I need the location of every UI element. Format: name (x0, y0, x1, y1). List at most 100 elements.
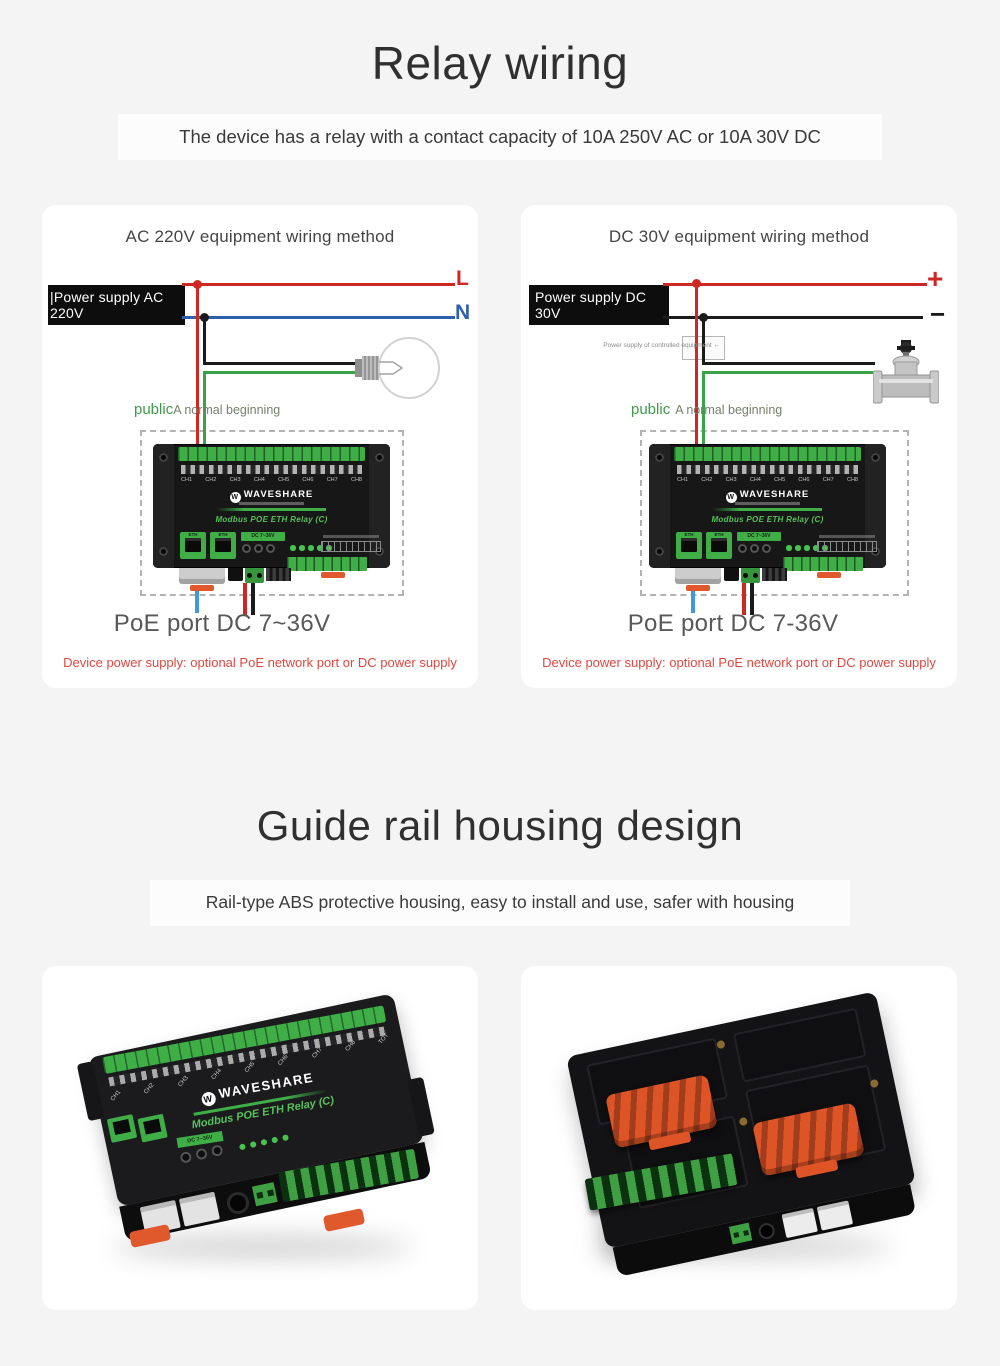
eth-port-hole (185, 538, 201, 552)
led-dot (271, 1136, 279, 1144)
power-option-caption: Device power supply: optional PoE networ… (542, 655, 936, 670)
dc-input-label: DC 7~36V (241, 532, 285, 541)
din-clip-tab (686, 585, 710, 591)
screw-terminal (750, 544, 759, 553)
led-dot (238, 1143, 247, 1151)
channel-label: CH8 (846, 477, 858, 483)
live-label: L (456, 267, 469, 290)
section-title-housing: Guide rail housing design (256, 802, 744, 849)
led-dot (249, 1140, 257, 1149)
relay-contact-labels: public A normal beginning (631, 401, 782, 418)
eth-port-label: ETH (714, 532, 724, 537)
channel-label: CH5 (278, 477, 290, 483)
normally-open-label: A normal beginning (675, 403, 783, 417)
device-flange (649, 444, 670, 568)
channel-labels: CH1 CH2 CH3 CH4 CH5 CH6 CH7 CH8 (181, 477, 362, 483)
positive-wire (663, 283, 927, 286)
section-subtitle-relay-wiring: The device has a relay with a contact ca… (179, 126, 821, 147)
eth-port-label: ETH (218, 532, 228, 537)
mount-ear (76, 1061, 105, 1122)
eth-port-cover (106, 1114, 138, 1143)
channel-label: CH4 (253, 477, 265, 483)
eth-port-1: ETH (180, 532, 206, 559)
channel-label: CH2 (701, 477, 713, 483)
screw (869, 1078, 880, 1089)
live-wire (182, 283, 455, 286)
dc-terminal-block (245, 568, 264, 583)
light-bulb-icon (355, 337, 440, 399)
dc-input-label: DC 7~36V (737, 532, 781, 541)
load-wire-vertical (702, 317, 705, 365)
screw-hole (655, 453, 664, 462)
section-subtitle-housing: Rail-type ABS protective housing, easy t… (205, 892, 795, 912)
load-wire-horizontal (702, 362, 875, 365)
dc-positive-wire (243, 583, 247, 615)
screw (716, 1039, 726, 1050)
common-contact-label: public (631, 401, 671, 418)
screw (738, 1116, 749, 1127)
screw-block (762, 568, 787, 581)
brand-name: WAVESHARE (739, 489, 810, 500)
led-dot (804, 545, 810, 551)
terminal-hole (732, 1231, 739, 1238)
terminal-hole (742, 1229, 749, 1236)
status-leds (238, 1134, 290, 1151)
device-dashed-outline (140, 430, 404, 596)
brand-tagline-bar (735, 502, 800, 505)
led-dot (290, 545, 296, 551)
neutral-label: N (455, 301, 471, 324)
subtitle-band (150, 880, 850, 926)
poe-cable (691, 585, 695, 613)
dc-negative-wire (750, 583, 754, 615)
bottom-terminal-strip (287, 557, 367, 571)
rj45-jack (816, 1200, 854, 1231)
card-title-dc: DC 30V equipment wiring method (608, 227, 870, 246)
junction-dot-positive (692, 279, 701, 288)
screw-terminal (254, 544, 263, 553)
bottom-terminal-strip (783, 557, 863, 571)
card-title-ac: AC 220V equipment wiring method (125, 227, 395, 246)
power-supply-dc-box: Power supply DC 30V (529, 285, 669, 325)
screw-hole (375, 453, 384, 462)
relay-no-wire-vertical (203, 373, 206, 445)
eth-port-2: ETH (210, 532, 236, 559)
screw-hole (655, 547, 664, 556)
screw-hole (159, 547, 168, 556)
device-flange (153, 444, 174, 568)
din-clip-tab (321, 572, 345, 578)
channel-label: CH1 (677, 477, 689, 483)
green-arrow-bar (217, 508, 326, 511)
positive-drop-wire (695, 285, 698, 445)
waveshare-logo-icon: W (725, 492, 737, 503)
channel-label: CH2 (143, 1082, 156, 1096)
rj45-jack (781, 1207, 818, 1239)
relay-terminal-strip (178, 447, 365, 461)
negative-wire (663, 316, 923, 319)
load-wire-vertical (203, 317, 206, 365)
channel-label: CH5 (774, 477, 786, 483)
relay-no-wire-horizontal (203, 371, 361, 374)
din-rail-clip (322, 1208, 366, 1232)
terminal-clamp-row (677, 465, 858, 474)
product-photo-back-card (521, 966, 957, 1310)
dc-screw-terminals (179, 1144, 224, 1164)
channel-label: CH1 (109, 1089, 123, 1103)
solenoid-valve-icon (873, 340, 939, 404)
channel-label: CH3 (229, 477, 241, 483)
poe-cable (195, 585, 199, 613)
power-option-caption: Device power supply: optional PoE networ… (63, 655, 457, 670)
model-name: Modbus POE ETH Relay (C) (711, 515, 824, 524)
normally-open-label: A normal beginning (173, 403, 281, 417)
card-ac-wiring-diagram: AC 220V equipment wiring method |Power s… (42, 205, 478, 688)
eth-port-label: ETH (684, 532, 694, 537)
channel-label: CH5 (243, 1060, 257, 1075)
terminal-screw (256, 573, 262, 578)
channel-label: CH6 (277, 1053, 290, 1067)
led-dot (308, 545, 314, 551)
screw-hole (159, 453, 168, 462)
eth-port-cover (137, 1113, 168, 1143)
